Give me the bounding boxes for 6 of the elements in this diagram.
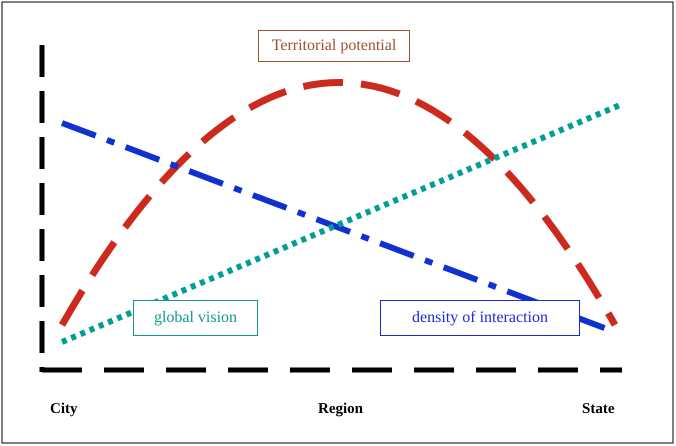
- curve-label: density of interaction: [380, 300, 580, 336]
- axis-category-label: State: [582, 401, 614, 418]
- axis-category-label: Region: [318, 401, 363, 418]
- curve-label: global vision: [133, 300, 258, 336]
- curve-label: Territorial potential: [258, 30, 410, 62]
- axis-category-label: City: [50, 401, 78, 418]
